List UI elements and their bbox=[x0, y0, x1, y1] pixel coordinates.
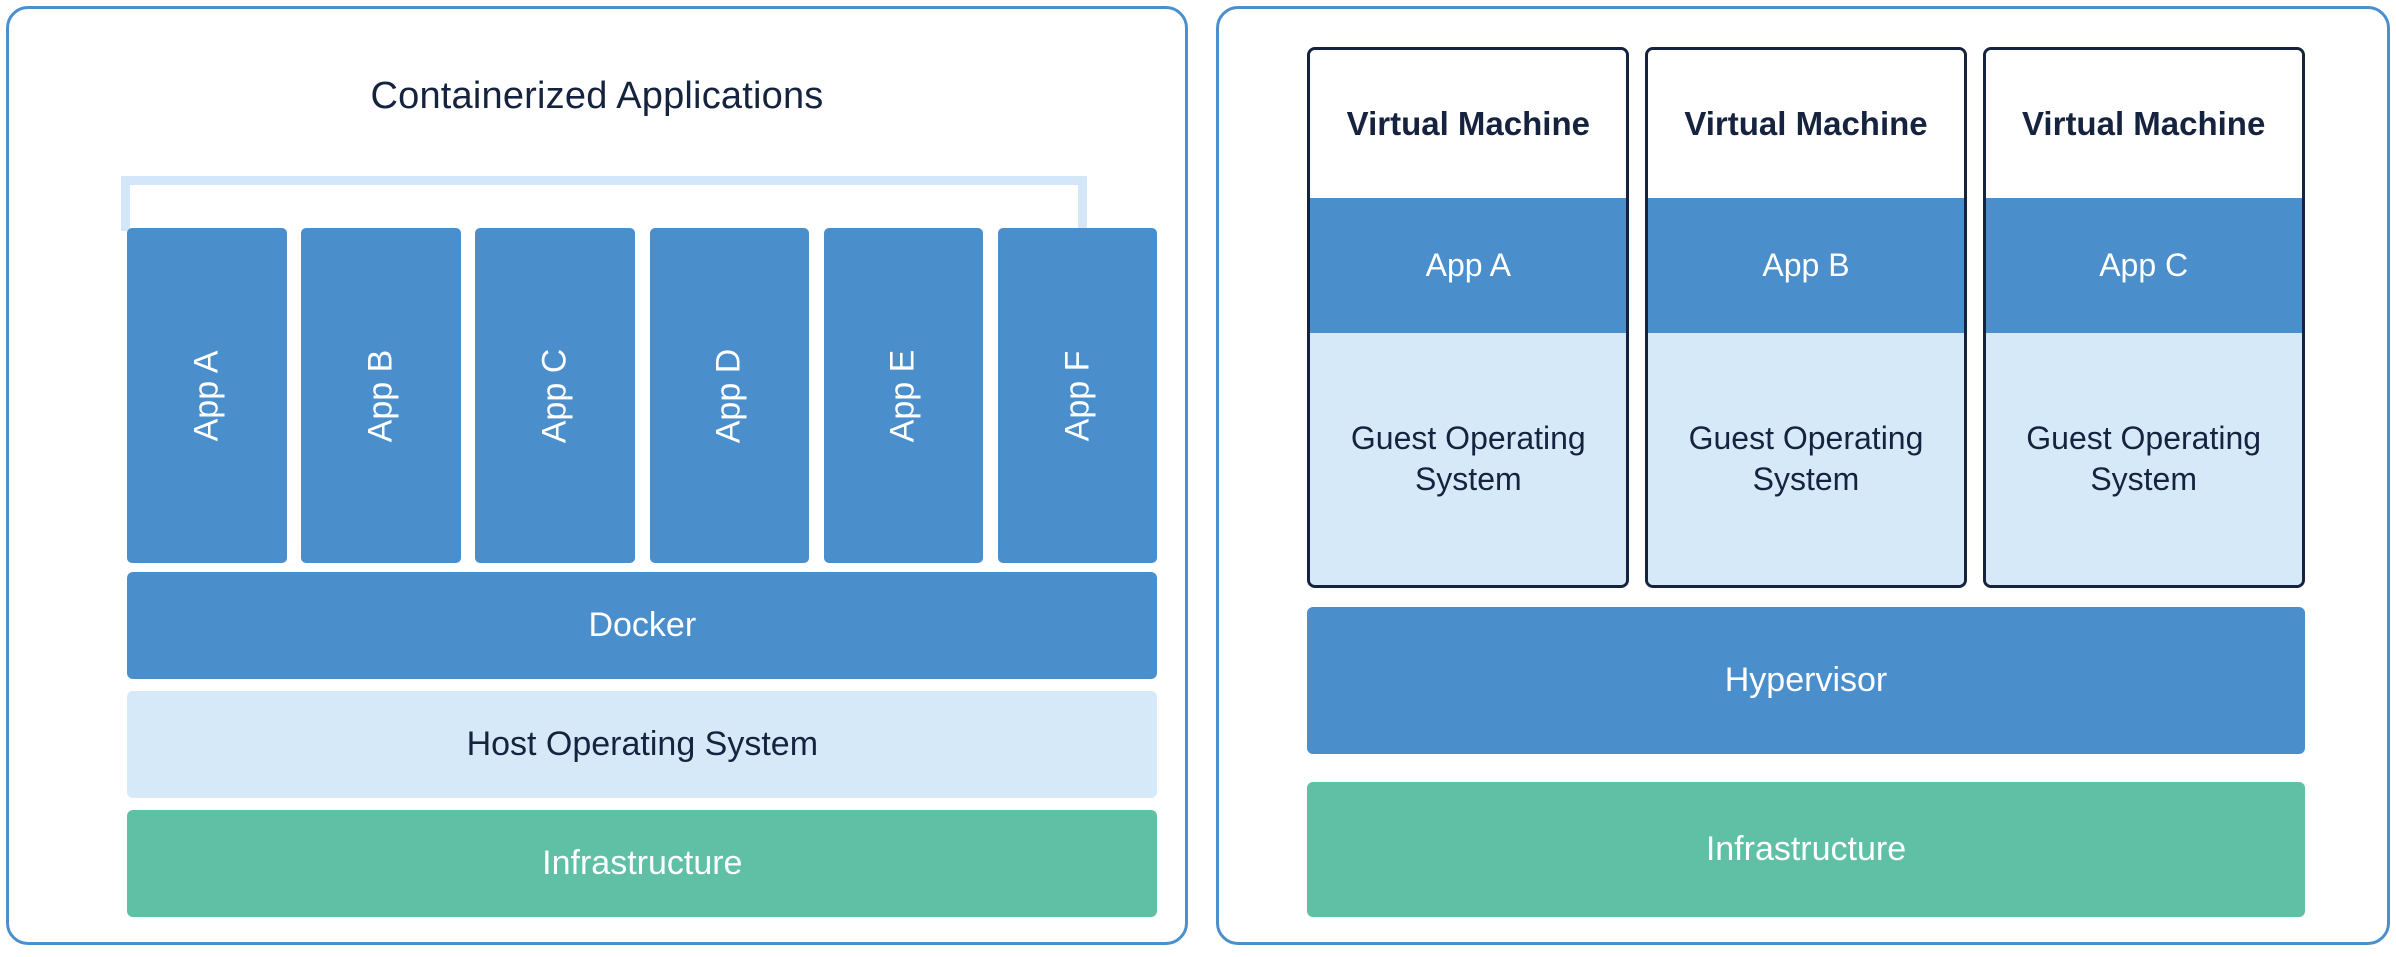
container-app-e: App E bbox=[823, 228, 984, 563]
host-os-layer: Host Operating System bbox=[127, 691, 1158, 798]
container-app-c: App C bbox=[475, 228, 636, 563]
vm-card-1: Virtual Machine App A Guest Operating Sy… bbox=[1307, 46, 1630, 589]
containers-panel: Containerized Applications App A App B A… bbox=[6, 6, 1188, 945]
docker-layer: Docker bbox=[127, 572, 1158, 679]
vm-card-3-app: App C bbox=[1985, 197, 2302, 333]
container-app-e-label: App E bbox=[883, 349, 922, 442]
infrastructure-layer: Infrastructure bbox=[127, 810, 1158, 917]
container-app-b: App B bbox=[301, 228, 462, 563]
vm-card-3: Virtual Machine App C Guest Operating Sy… bbox=[1982, 46, 2305, 589]
container-app-d-label: App D bbox=[709, 348, 748, 443]
virtual-machines-panel: Virtual Machine App A Guest Operating Sy… bbox=[1216, 6, 2390, 945]
container-app-d: App D bbox=[649, 228, 810, 563]
containers-bracket bbox=[121, 176, 1087, 231]
vm-card-1-app: App A bbox=[1310, 197, 1627, 333]
page-title: Containerized Applications bbox=[370, 75, 824, 117]
hypervisor-layer: Hypervisor bbox=[1307, 606, 2305, 754]
vm-card-2: Virtual Machine App B Guest Operating Sy… bbox=[1645, 46, 1967, 589]
container-app-f-label: App F bbox=[1058, 350, 1097, 441]
container-app-f: App F bbox=[997, 228, 1158, 563]
vm-infrastructure-layer: Infrastructure bbox=[1307, 782, 2305, 917]
vm-card-1-guest-os: Guest Operating System bbox=[1310, 332, 1627, 586]
vm-card-2-guest-os: Guest Operating System bbox=[1648, 332, 1964, 586]
container-app-a: App A bbox=[127, 228, 287, 563]
vm-card-1-title: Virtual Machine bbox=[1310, 49, 1627, 198]
container-app-a-label: App A bbox=[187, 350, 226, 441]
vm-card-3-guest-os: Guest Operating System bbox=[1985, 332, 2302, 586]
vm-card-3-title: Virtual Machine bbox=[1985, 49, 2302, 198]
container-app-b-label: App B bbox=[361, 349, 400, 442]
vm-card-2-app: App B bbox=[1648, 197, 1964, 333]
container-app-c-label: App C bbox=[535, 348, 574, 443]
vm-card-2-title: Virtual Machine bbox=[1648, 49, 1964, 198]
